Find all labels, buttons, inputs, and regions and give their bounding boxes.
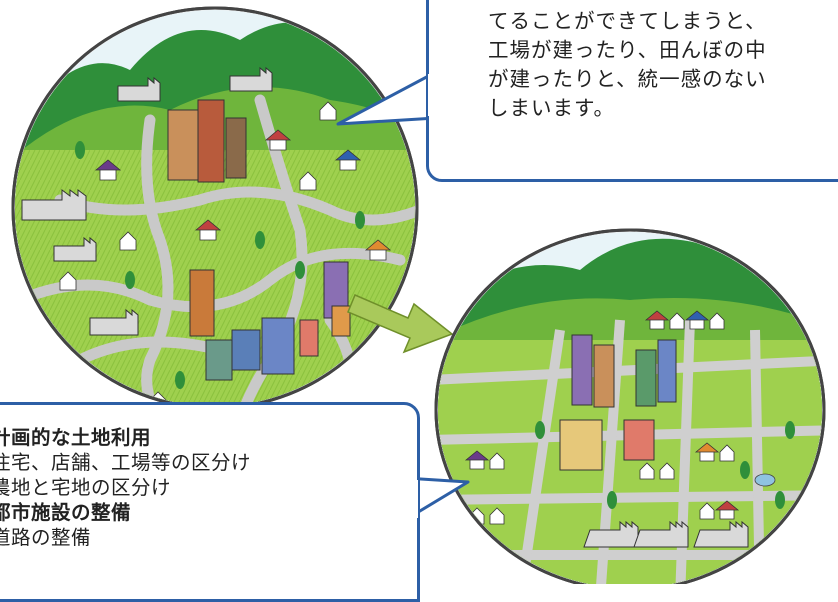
bottom-callout-text: 計画的な土地利用 住宅、店舗、工場等の区分け 農地と宅地の区分け 都市施設の整備… [0,425,251,550]
top-callout-box [426,0,838,182]
tail-seam-bottom [404,480,418,518]
road-item: 道路の整備 [0,526,92,549]
tail-seam-top [428,74,438,116]
farmland-item: 農地と宅地の区分け [0,476,172,499]
top-callout-line: てることができてしまうと、 [488,9,767,33]
facilities-heading: 都市施設の整備 [0,501,132,524]
planned-town-illustration [434,228,826,584]
zoning-item: 住宅、店舗、工場等の区分け [0,451,252,474]
unplanned-town-illustration [11,6,419,410]
bottom-callout-box [0,402,420,602]
top-callout-text: てることができてしまうと、 工場が建ったり、田んぼの中 が建ったりと、統一感のな… [488,7,767,123]
transition-arrow-icon [347,294,454,354]
top-callout-line: 工場が建ったり、田んぼの中 [488,38,767,62]
top-callout-line: しまいます。 [488,96,615,120]
top-callout-line: が建ったりと、統一感のない [488,67,767,91]
land-use-heading: 計画的な土地利用 [0,426,152,449]
